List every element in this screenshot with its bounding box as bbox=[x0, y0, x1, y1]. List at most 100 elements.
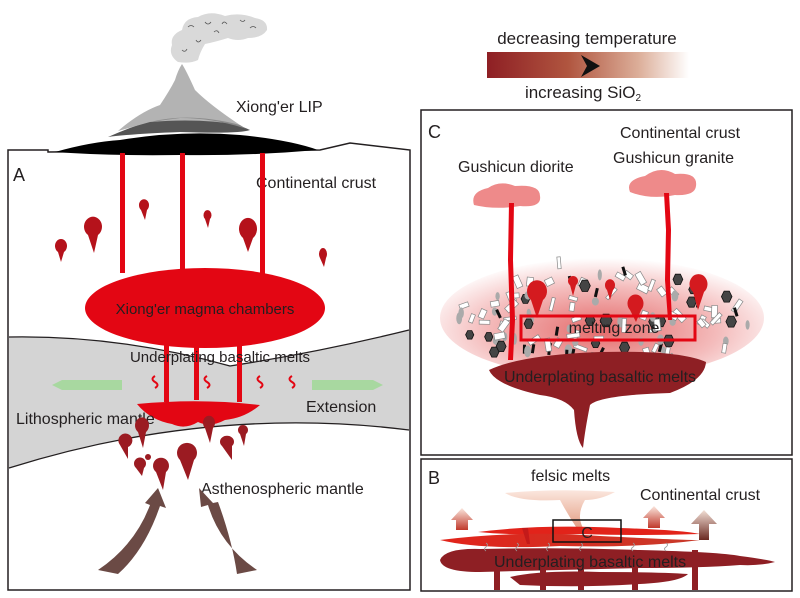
quartz-crystal bbox=[566, 324, 572, 333]
basalt-feeders bbox=[494, 550, 698, 590]
feeder-dike bbox=[194, 345, 199, 400]
upwelling-arrow-icon bbox=[199, 488, 257, 574]
plagioclase-crystal bbox=[696, 317, 707, 329]
panel-c-underplating-label: Underplating basaltic melts bbox=[504, 369, 696, 386]
mantle-melt-droplets bbox=[118, 415, 248, 490]
extension-label: Extension bbox=[306, 399, 376, 416]
magma-chamber-label: Xiong'er magma chambers bbox=[116, 301, 295, 318]
plagioclase-crystal bbox=[634, 270, 648, 286]
red-sill-upper bbox=[478, 526, 700, 535]
plagioclase-crystal bbox=[709, 311, 723, 326]
plagioclase-crystal bbox=[653, 318, 662, 332]
upwelling-arrow-icon bbox=[98, 488, 166, 574]
biotite-crystal bbox=[530, 344, 536, 354]
amphibole-crystal bbox=[686, 296, 697, 308]
panel-c-crust-label: Continental crust bbox=[620, 125, 741, 142]
panel-b: B felsic melts Continental crust bbox=[420, 458, 793, 592]
amphibole-crystal bbox=[725, 315, 737, 328]
plagioclase-crystal bbox=[497, 318, 511, 333]
panel-a-crust-label: Continental crust bbox=[256, 175, 377, 192]
biotite-crystal bbox=[495, 309, 502, 319]
ash-plume-icon bbox=[170, 13, 268, 63]
lithospheric-mantle-label: Lithospheric mantle bbox=[16, 411, 155, 428]
volcano-cone bbox=[118, 64, 240, 131]
plagioclase-crystal bbox=[568, 295, 579, 302]
quartz-crystal bbox=[597, 269, 602, 281]
quartz-crystal bbox=[671, 290, 679, 302]
plagioclase-crystal bbox=[621, 317, 627, 333]
panel-b-underplating-label: Underplating basaltic melts bbox=[494, 554, 686, 571]
panel-c: C Continental crust Gushicun granite Gus… bbox=[420, 109, 793, 456]
extension-arrow-right-icon bbox=[312, 380, 383, 390]
biotite-crystal bbox=[554, 326, 560, 336]
plagioclase-crystal bbox=[556, 256, 562, 270]
dike bbox=[180, 153, 185, 271]
magma-droplets bbox=[55, 199, 327, 267]
plagioclase-crystal bbox=[651, 342, 660, 354]
lava-flow-black bbox=[55, 133, 318, 156]
diorite-feeder-dike bbox=[508, 203, 515, 360]
biotite-crystal bbox=[657, 342, 663, 353]
feeder-dike bbox=[237, 340, 242, 402]
amphibole-crystal bbox=[523, 318, 534, 329]
inset-c-box bbox=[552, 519, 622, 543]
plagioclase-crystal bbox=[635, 282, 651, 295]
melting-zone-label: melting zone bbox=[569, 320, 660, 337]
amphibole-crystal bbox=[465, 330, 475, 340]
red-sill-lower bbox=[440, 533, 700, 548]
temperature-legend: decreasing temperature increasing SiO2 bbox=[487, 29, 689, 104]
plagioclase-crystal bbox=[614, 271, 627, 282]
amphibole-crystal bbox=[488, 346, 500, 358]
biotite-crystal bbox=[733, 307, 739, 317]
quartz-crystal bbox=[745, 320, 750, 330]
moho-line bbox=[8, 329, 410, 367]
granite-pluton bbox=[629, 169, 697, 197]
panel-c-letter: C bbox=[428, 122, 441, 142]
amphibole-crystal bbox=[495, 340, 507, 353]
panel-b-crust-label: Continental crust bbox=[640, 487, 761, 504]
legend-top-label: decreasing temperature bbox=[497, 29, 677, 48]
granite-feeder-dike bbox=[664, 193, 672, 320]
xionger-magma-chamber bbox=[85, 268, 325, 348]
amphibole-crystal bbox=[484, 332, 494, 342]
dike bbox=[120, 153, 125, 273]
plagioclase-crystal bbox=[511, 274, 524, 290]
quartz-crystal bbox=[591, 297, 599, 306]
plagioclase-crystal bbox=[477, 308, 488, 320]
rising-melt-arrow-icon bbox=[643, 506, 665, 528]
quartz-crystal bbox=[495, 292, 500, 301]
feeder-dike bbox=[164, 340, 169, 402]
gushicun-diorite-label: Gushicun diorite bbox=[458, 159, 574, 176]
quartz-crystal bbox=[491, 307, 498, 316]
legend-bottom-label: increasing SiO2 bbox=[525, 83, 642, 104]
felsic-melt-body bbox=[505, 490, 615, 530]
biotite-crystal bbox=[593, 287, 599, 298]
panel-a-letter: A bbox=[13, 165, 25, 185]
plagioclase-crystal bbox=[568, 301, 576, 312]
plagioclase-crystal bbox=[489, 299, 500, 308]
underplating-basalt-body bbox=[489, 351, 706, 448]
volcano-mid-layer bbox=[150, 117, 250, 130]
quartz-crystal bbox=[661, 346, 666, 355]
amphibole-crystal bbox=[720, 290, 733, 303]
plagioclase-crystal bbox=[721, 342, 728, 354]
rising-melt-arrow-icon bbox=[691, 510, 717, 540]
xionger-lip-label: Xiong'er LIP bbox=[236, 99, 323, 116]
plagioclase-crystal bbox=[478, 319, 491, 325]
amphibole-crystal bbox=[672, 273, 684, 285]
quartz-crystal bbox=[524, 345, 532, 358]
heat-squiggles-icon bbox=[151, 375, 296, 389]
asthenospheric-mantle-label: Asthenospheric mantle bbox=[201, 481, 364, 498]
plagioclase-crystal bbox=[647, 278, 656, 292]
biotite-crystal bbox=[621, 266, 627, 276]
heat-squiggles-icon bbox=[484, 542, 668, 552]
plagioclase-crystal bbox=[458, 301, 470, 310]
melt-droplets bbox=[527, 274, 708, 322]
extension-arrow-left-icon bbox=[52, 380, 122, 390]
amphibole-crystal bbox=[618, 341, 631, 354]
basalt-sill-lower bbox=[510, 571, 688, 587]
plagioclase-crystal bbox=[543, 276, 555, 288]
panel-a-underplating-label: Underplating basaltic melts bbox=[130, 349, 310, 366]
underplating-basalt-layer bbox=[440, 548, 775, 572]
